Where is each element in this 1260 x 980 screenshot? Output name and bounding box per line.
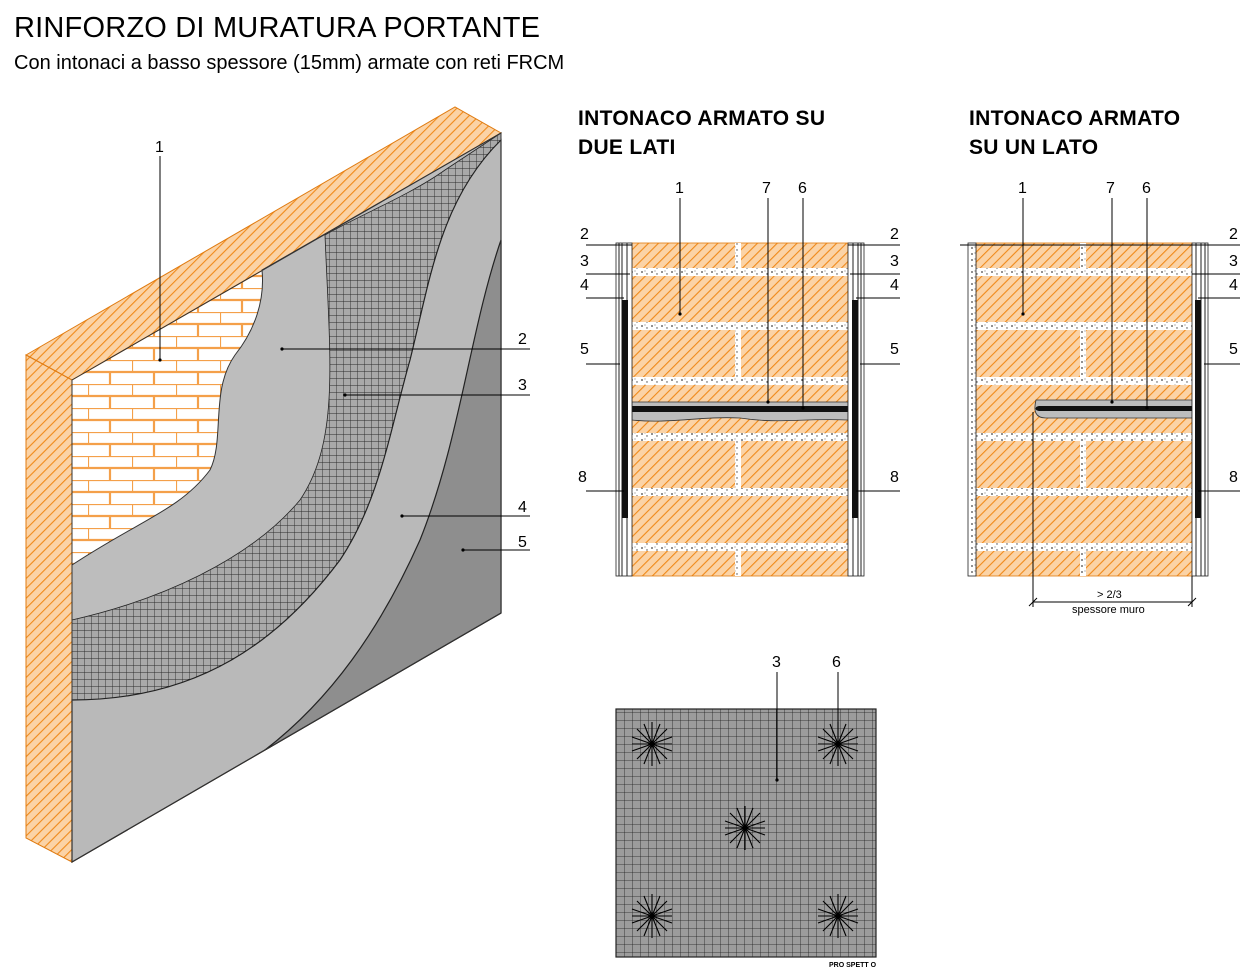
section-title-one-side: INTONACO ARMATO SU UN LATO <box>969 104 1180 162</box>
isometric-callouts: 1 2 3 4 5 <box>155 139 530 552</box>
one-label-3: 3 <box>1229 253 1238 270</box>
anchor-star <box>724 806 766 850</box>
page-title: RINFORZO DI MURATURA PORTANTE <box>14 12 541 44</box>
plaster-layer-4 <box>71 138 502 864</box>
section-one-side-callouts: 1 7 6 2 3 4 5 8 > 2/3 spessore muro <box>1018 180 1240 616</box>
anchor-star <box>817 894 859 938</box>
iso-label-3: 3 <box>518 377 527 394</box>
two-right-label-3: 3 <box>890 253 899 270</box>
section-title-one-side-line2: SU UN LATO <box>969 136 1099 159</box>
isometric-wall <box>24 106 503 864</box>
two-left-label-5: 5 <box>580 341 589 358</box>
dimension-text: spessore muro <box>1072 604 1145 616</box>
wall-side-edge <box>25 354 73 863</box>
iso-label-5: 5 <box>518 534 527 551</box>
elevation-callouts: 3 6 PRO SPETT O <box>772 654 877 969</box>
two-left-label-8: 8 <box>578 469 587 486</box>
two-label-1: 1 <box>675 180 684 197</box>
dimension-ratio: > 2/3 <box>1097 589 1122 601</box>
elev-label-6: 6 <box>832 654 841 671</box>
two-left-label-4: 4 <box>580 277 589 294</box>
section-title-two-sides: INTONACO ARMATO SU DUE LATI <box>578 104 825 162</box>
two-right-label-8: 8 <box>890 469 899 486</box>
page-subtitle: Con intonaci a basso spessore (15mm) arm… <box>14 52 565 74</box>
iso-label-1: 1 <box>155 139 164 156</box>
two-label-6: 6 <box>798 180 807 197</box>
two-left-label-2: 2 <box>580 226 589 243</box>
one-label-4: 4 <box>1229 277 1238 294</box>
elev-label-3: 3 <box>772 654 781 671</box>
two-left-label-3: 3 <box>580 253 589 270</box>
one-label-5: 5 <box>1229 341 1238 358</box>
section-one-side <box>960 242 1240 607</box>
section-two-sides <box>586 242 900 577</box>
section-title-two-sides-line1: INTONACO ARMATO SU <box>578 107 826 130</box>
elevation-caption: PRO SPETT O <box>829 962 877 969</box>
anchor-star <box>631 894 673 938</box>
anchor-star <box>631 722 673 766</box>
finish-layer-5 <box>264 239 502 751</box>
one-label-1: 1 <box>1018 180 1027 197</box>
iso-label-2: 2 <box>518 331 527 348</box>
two-right-label-2: 2 <box>890 226 899 243</box>
section-two-sides-callouts: 1 7 6 2 3 4 5 8 2 3 4 5 8 <box>578 180 900 492</box>
two-right-label-5: 5 <box>890 341 899 358</box>
two-right-label-4: 4 <box>890 277 899 294</box>
iso-label-4: 4 <box>518 499 527 516</box>
two-label-7: 7 <box>762 180 771 197</box>
section-title-one-side-line1: INTONACO ARMATO <box>969 107 1181 130</box>
section-title-two-sides-line2: DUE LATI <box>578 136 676 159</box>
mesh-layer-3 <box>71 132 502 863</box>
one-label-2: 2 <box>1229 226 1238 243</box>
one-label-6: 6 <box>1142 180 1151 197</box>
one-label-7: 7 <box>1106 180 1115 197</box>
one-label-8: 8 <box>1229 469 1238 486</box>
